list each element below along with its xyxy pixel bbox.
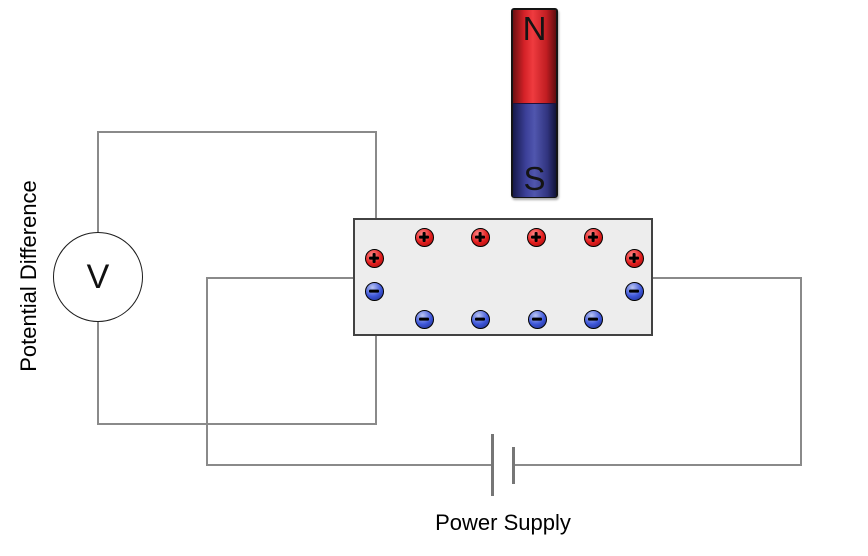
wire-supply-left-vertical — [206, 277, 208, 466]
potential-difference-label: Potential Difference — [16, 180, 41, 372]
negative-charge — [414, 309, 434, 329]
wire-slab-top-contact — [375, 131, 377, 218]
positive-charge — [470, 227, 490, 247]
negative-charge — [527, 309, 547, 329]
power-supply-label: Power Supply — [435, 510, 571, 535]
wire-supply-right-vertical — [800, 277, 802, 466]
wire-voltmeter-bottom-vertical — [97, 322, 99, 425]
battery-long-plate — [491, 434, 494, 496]
magnet-north-pole: N — [513, 10, 556, 104]
wire-voltmeter-top-vertical — [97, 131, 99, 232]
positive-charge — [364, 248, 384, 268]
wire-supply-bottom-right — [515, 464, 802, 466]
wire-supply-bottom-left — [206, 464, 492, 466]
negative-charge — [470, 309, 490, 329]
wire-slab-right-contact — [653, 277, 802, 279]
bar-magnet: N S — [511, 8, 558, 198]
conductor-slab — [353, 218, 653, 336]
negative-charge — [583, 309, 603, 329]
wire-voltmeter-top-horizontal — [97, 131, 377, 133]
wire-slab-bottom-contact — [375, 335, 377, 425]
positive-charge — [414, 227, 434, 247]
battery-short-plate — [512, 447, 515, 484]
north-pole-label: N — [522, 10, 547, 47]
wire-voltmeter-bottom-horizontal — [97, 423, 377, 425]
wire-slab-left-contact — [206, 277, 353, 279]
positive-charge — [526, 227, 546, 247]
negative-charge — [364, 281, 384, 301]
south-pole-label: S — [523, 160, 546, 197]
voltmeter-symbol: V — [86, 257, 110, 296]
voltmeter: V — [53, 232, 143, 322]
positive-charge — [583, 227, 603, 247]
negative-charge — [624, 281, 644, 301]
magnet-south-pole: S — [513, 104, 556, 197]
positive-charge — [624, 248, 644, 268]
